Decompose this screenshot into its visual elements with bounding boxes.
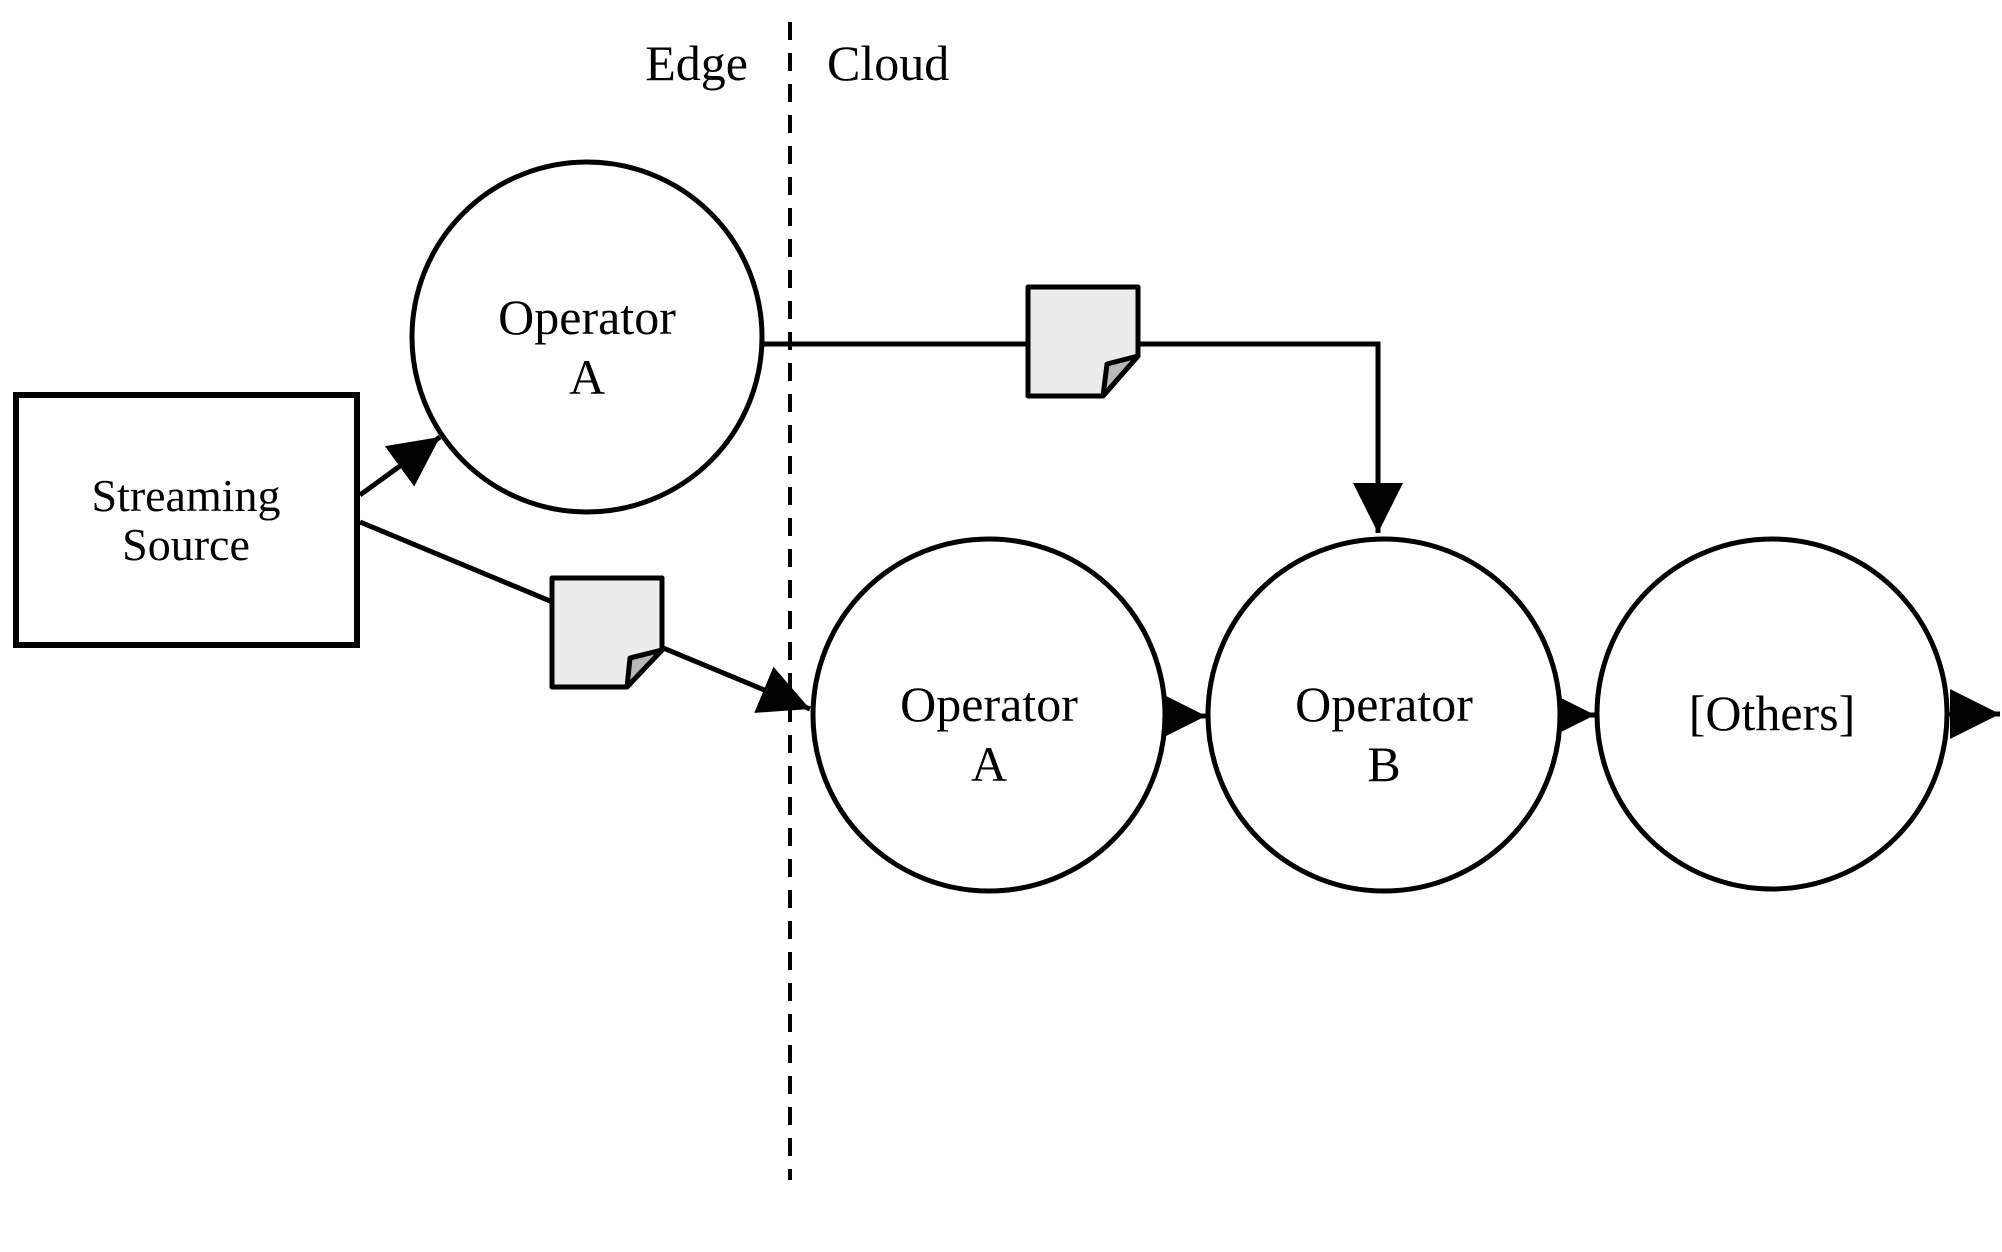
cloud-operator-a-label-line1: Operator	[900, 676, 1078, 732]
cloud-region-label: Cloud	[827, 35, 949, 91]
note-folded-corner	[1100, 353, 1141, 399]
edge-region-label: Edge	[645, 35, 748, 91]
arrow-edge-operator-a-to-operator-b	[762, 341, 1403, 533]
streaming-source-box	[13, 392, 360, 648]
edge-operator-a-circle	[409, 159, 765, 515]
note-page-shape	[1025, 284, 1141, 399]
cloud-operator-a-node: Operator A	[810, 536, 1168, 894]
streaming-source-label-line2: Source	[122, 519, 250, 570]
note-folded-corner	[624, 647, 665, 690]
streaming-source-label-line1: Streaming	[91, 470, 280, 521]
cloud-operator-b-circle	[1205, 536, 1563, 894]
cloud-operator-b-label-line1: Operator	[1295, 676, 1473, 732]
others-circle	[1594, 536, 1950, 892]
message-note-icon-bottom	[549, 575, 665, 690]
others-node: [Others]	[1594, 536, 1950, 892]
edge-operator-a-label-line1: Operator	[498, 289, 676, 345]
cloud-operator-a-circle	[810, 536, 1168, 894]
cloud-operator-b-node: Operator B	[1205, 536, 1563, 894]
others-label: [Others]	[1689, 685, 1856, 741]
cloud-operator-a-label-line2: A	[971, 736, 1007, 792]
edge-operator-a-node: Operator A	[409, 159, 765, 515]
arrow-source-to-edge-operator-a	[358, 434, 442, 498]
edge-operator-a-label-line2: A	[569, 349, 605, 405]
message-note-icon-top	[1025, 284, 1141, 399]
streaming-source-node: Streaming Source	[13, 392, 360, 648]
cloud-operator-b-label-line2: B	[1367, 736, 1400, 792]
